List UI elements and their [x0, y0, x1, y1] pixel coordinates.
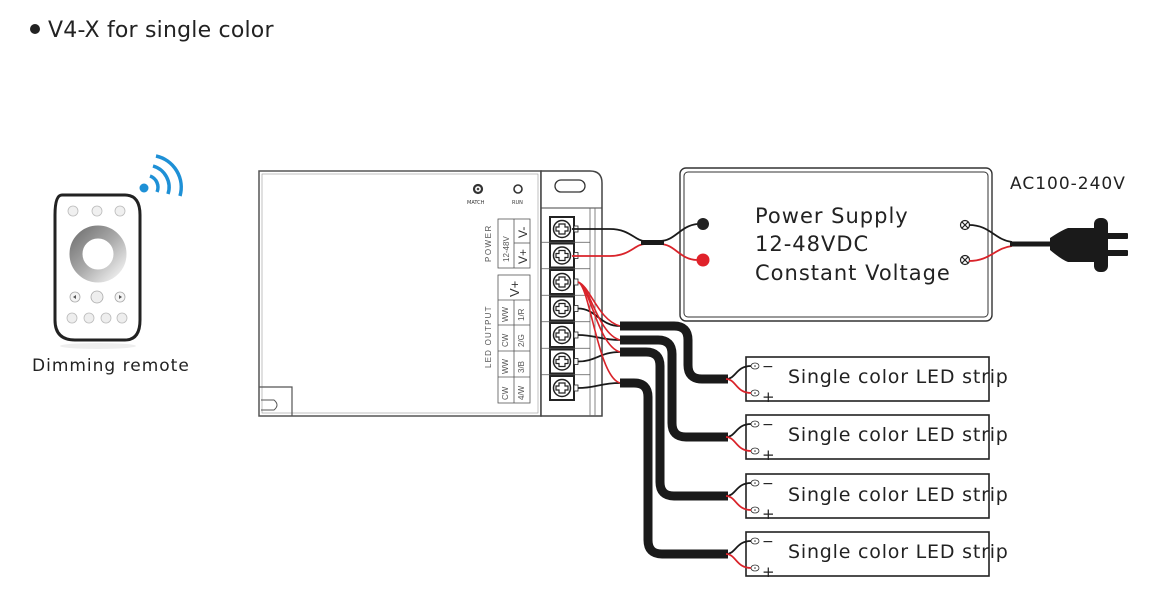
power-supply-title: Power Supply: [755, 204, 909, 228]
power-supply-box: [679, 167, 993, 322]
output-cables: [577, 281, 752, 569]
ac-cable: [968, 224, 1055, 262]
screw-slot-icon: [555, 302, 569, 315]
bullet-icon: [30, 24, 40, 34]
led-strip-4: [745, 531, 990, 577]
dc-negative-terminal-icon: [697, 218, 709, 230]
wire-clamp: [573, 384, 579, 392]
led-strips: − + − + − + − +: [745, 356, 990, 581]
power-label-table: [497, 218, 531, 269]
strip-minus-sign: −: [762, 476, 774, 492]
output-label-table: [497, 274, 531, 404]
strip-plus-sign: +: [762, 563, 775, 581]
controller-body: [258, 170, 603, 417]
strip-1-label: Single color LED strip: [788, 366, 1009, 388]
cable-jacket-2: [620, 335, 728, 442]
strip-minus-sign: −: [762, 359, 774, 375]
strip-plus-sign: +: [762, 505, 775, 523]
led-output-group-label: LED OUTPUT: [484, 305, 493, 368]
strip-3-label: Single color LED strip: [788, 484, 1009, 506]
strip-minus-sign: −: [762, 417, 774, 433]
led-strip-1: [745, 356, 990, 402]
wire-clamp: [573, 331, 579, 339]
channel-3-mode-a: WW: [501, 358, 510, 374]
cable-jacket-3: [620, 347, 728, 501]
wire-clamp: [573, 358, 579, 365]
strip-positive-wire: [725, 436, 752, 452]
channel-2-mode-a: CW: [501, 333, 510, 347]
run-led-icon: [513, 184, 523, 194]
power-supply-type: Constant Voltage: [755, 261, 951, 285]
match-label: MATCH: [467, 200, 485, 206]
power-terminal-v-minus: V-: [516, 226, 530, 238]
power-terminal-v-plus: V+: [516, 248, 530, 264]
led-strip-2: [745, 414, 990, 460]
mains-plug-icon: [1050, 218, 1128, 272]
strip-positive-wire: [725, 553, 752, 569]
strip-plus-sign: +: [762, 446, 775, 464]
output-common-v-plus: V+: [507, 280, 522, 297]
screw-slot-icon: [555, 249, 569, 262]
strip-2-label: Single color LED strip: [788, 424, 1009, 446]
run-label: RUN: [512, 200, 523, 206]
wire-clamp: [573, 278, 579, 286]
screw-slot-icon: [555, 329, 569, 341]
led-strip-3: [745, 473, 990, 519]
dc-positive-terminal-icon: [696, 253, 710, 267]
power-supply-voltage: 12-48VDC: [755, 232, 870, 256]
remote-button-icon: [114, 205, 126, 217]
common-wire: [577, 281, 621, 384]
screw-slot-icon: [555, 355, 569, 368]
power-voltage-label: 12-48V: [502, 236, 511, 262]
channel-1-mode-a: WW: [501, 306, 510, 322]
ac-terminal-icon: [959, 219, 971, 266]
channel-wire: [577, 334, 621, 341]
page-title-text: V4-X for single color: [48, 18, 274, 43]
power-button-icon: [90, 290, 104, 304]
wireless-signal-icon: [139, 154, 183, 197]
channel-wire: [577, 351, 621, 363]
strip-positive-wire: [725, 378, 752, 394]
channel-wire: [577, 382, 621, 389]
remote-button-icon: [67, 205, 79, 217]
power-group-label: POWER: [484, 224, 493, 262]
remote-label: Dimming remote: [32, 356, 190, 376]
strip-plus-sign: +: [762, 388, 775, 406]
channel-4-mode-b: 4/W: [517, 385, 526, 400]
strip-positive-wire: [725, 495, 752, 511]
mains-voltage-label: AC100-240V: [1010, 174, 1126, 194]
channel-3-mode-b: 3/B: [517, 360, 526, 373]
terminal-block: [541, 216, 590, 401]
mounting-slot-icon: [554, 179, 586, 193]
channel-1-mode-b: 1/R: [517, 308, 526, 321]
wire-clamp: [573, 305, 579, 312]
channel-2-mode-b: 2/G: [517, 334, 526, 347]
screw-slot-icon: [555, 276, 569, 288]
screw-slot-icon: [555, 223, 569, 235]
cable-jacket-1: [620, 321, 728, 384]
page-title: V4-X for single color: [30, 18, 274, 43]
strip-minus-sign: −: [762, 534, 774, 550]
screw-slot-icon: [555, 382, 569, 394]
strip-4-label: Single color LED strip: [788, 541, 1009, 563]
dimming-remote: [53, 193, 142, 349]
dc-power-cable: [572, 223, 698, 261]
channel-4-mode-a: CW: [501, 386, 510, 400]
touch-wheel-icon: [69, 225, 127, 283]
remote-button-icon: [91, 205, 103, 217]
cable-jacket-4: [620, 378, 728, 559]
